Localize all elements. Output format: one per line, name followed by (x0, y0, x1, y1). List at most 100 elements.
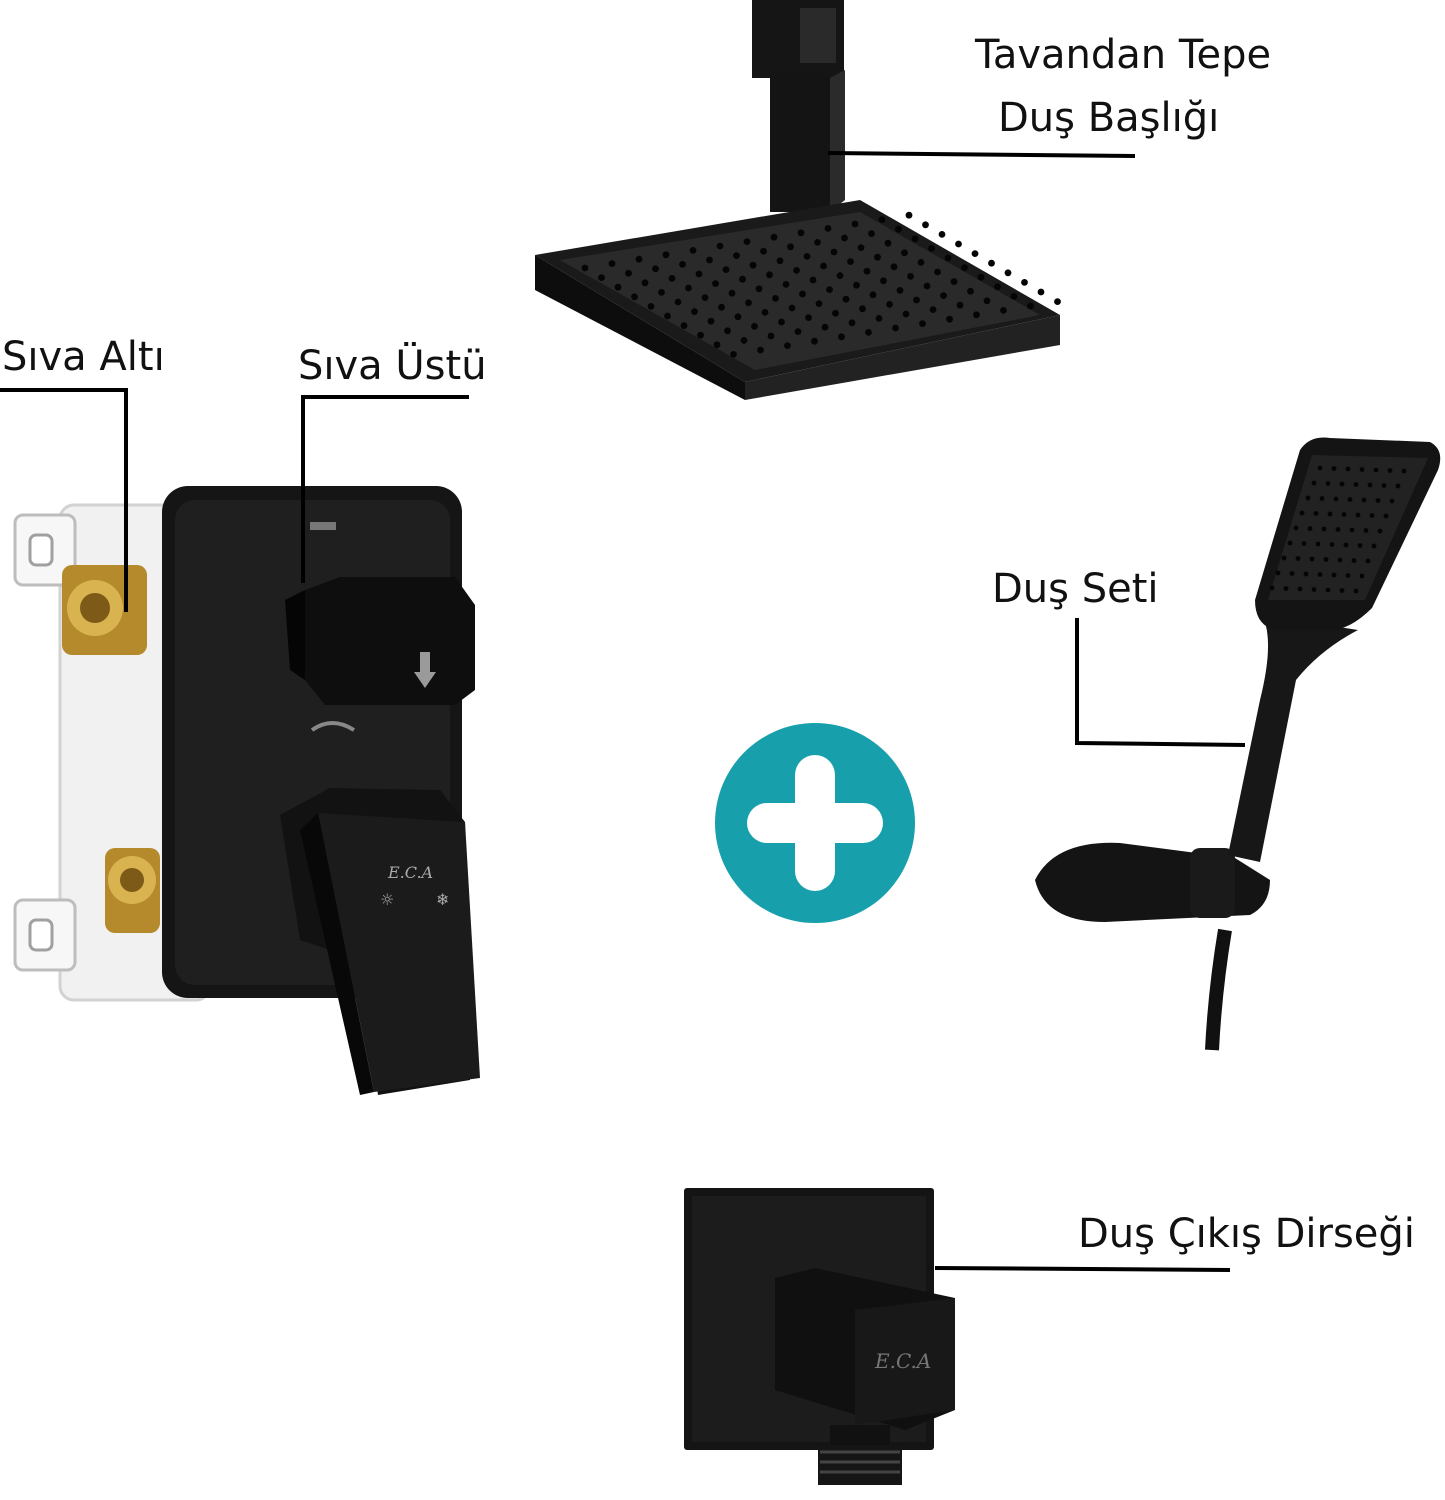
label-ceiling-head-line1: Tavandan Tepe (975, 32, 1272, 78)
nozzle-dot (664, 312, 671, 320)
nozzle-dot (685, 284, 692, 292)
nozzle-dot (869, 291, 877, 299)
nozzle-dot (803, 253, 811, 260)
hand-nozzle-dot (1353, 482, 1359, 487)
hand-nozzle-dot (1315, 541, 1321, 547)
hand-nozzle-dot (1287, 540, 1293, 546)
nozzle-dot (614, 283, 622, 291)
nozzle-dot (848, 319, 856, 327)
nozzle-dot (971, 250, 979, 257)
nozzle-dot (1000, 307, 1007, 314)
hand-nozzle-dot (1359, 573, 1365, 579)
label-ceiling-head-line2: Duş Başlığı (998, 95, 1220, 141)
hand-nozzle-dot (1339, 588, 1345, 593)
nozzle-dot (787, 243, 794, 251)
nozzle-dot (668, 275, 676, 282)
hand-nozzle-dot (1369, 513, 1375, 518)
hand-nozzle-dot (1345, 466, 1351, 472)
hand-nozzle-dot (1375, 498, 1381, 503)
nozzle-dot (983, 297, 991, 305)
hand-nozzle-dot (1341, 512, 1347, 517)
nozzle-dot (805, 314, 812, 321)
nozzle-dot (788, 304, 796, 312)
hand-nozzle-dot (1311, 480, 1317, 486)
hand-nozzle-dot (1283, 586, 1289, 591)
nozzle-dot (641, 279, 649, 287)
nozzle-dot (784, 342, 791, 349)
nozzle-dot (950, 278, 958, 285)
nozzle-dot (967, 287, 974, 295)
hand-nozzle-dot (1361, 497, 1367, 503)
nozzle-dot (770, 233, 778, 241)
nozzle-dot (815, 300, 823, 307)
hand-nozzle-dot (1343, 542, 1349, 548)
nozzle-dot (880, 277, 887, 285)
nozzle-dot (722, 266, 730, 273)
nozzle-dot (730, 351, 737, 358)
hand-nozzle-dot (1371, 543, 1377, 549)
svg-text:❄: ❄ (436, 890, 449, 909)
hand-nozzle-dot (1301, 541, 1307, 546)
hand-nozzle-dot (1383, 513, 1389, 519)
hand-nozzle-dot (1389, 498, 1395, 504)
nozzle-dot (836, 272, 844, 279)
nozzle-dot (929, 306, 937, 313)
hand-shower-nozzles (1269, 465, 1407, 594)
nozzle-dot (814, 239, 821, 246)
nozzle-dot (901, 249, 908, 257)
nozzle-dot (824, 225, 832, 232)
nozzle-dot (841, 234, 848, 242)
hand-nozzle-dot (1363, 528, 1369, 533)
nozzle-dot (581, 264, 589, 272)
nozzle-dot (772, 295, 779, 302)
nozzle-dot (635, 255, 643, 263)
nozzle-dot (905, 211, 913, 219)
concealed-mixer-assembly: E.C.A ☼ ❄ (13, 486, 480, 1095)
hand-nozzle-dot (1323, 557, 1329, 562)
nozzle-dot (745, 299, 752, 307)
nozzle-dot (751, 323, 758, 330)
nozzle-dot (631, 293, 638, 301)
hand-nozzle-dot (1331, 572, 1337, 578)
nozzle-dot (713, 341, 721, 349)
nozzle-dot (701, 294, 709, 301)
nozzle-dot (922, 221, 929, 229)
hand-nozzle-dot (1349, 527, 1355, 533)
nozzle-dot (716, 242, 724, 250)
wall-outlet-elbow: E.C.A (684, 1188, 955, 1485)
hand-nozzle-dot (1329, 542, 1335, 547)
nozzle-dot (913, 296, 920, 304)
label-concealed-body: Sıva Altı (2, 334, 165, 380)
nozzle-dot (724, 327, 731, 335)
hand-nozzle-dot (1297, 586, 1303, 592)
hand-nozzle-dot (1395, 483, 1401, 489)
nozzle-dot (838, 333, 845, 341)
nozzle-dot (1004, 269, 1012, 277)
nozzle-dot (907, 273, 914, 280)
hand-nozzle-dot (1293, 525, 1299, 531)
nozzle-dot (859, 305, 866, 313)
nozzle-dot (647, 303, 655, 310)
nozzle-dot (917, 259, 925, 266)
hand-nozzle-dot (1303, 571, 1309, 577)
hand-nozzle-dot (1387, 468, 1393, 473)
nozzle-dot (749, 261, 757, 269)
nozzle-dot (782, 281, 790, 288)
nozzle-dot (794, 328, 802, 335)
nozzle-dot (940, 292, 947, 299)
nozzle-dot (821, 323, 829, 331)
nozzle-dot (1010, 293, 1018, 300)
nozzle-dot (799, 290, 806, 298)
hand-nozzle-dot (1337, 557, 1343, 563)
nozzle-dot (868, 230, 875, 238)
hand-nozzle-dot (1305, 495, 1311, 501)
hand-nozzle-dot (1311, 587, 1317, 592)
nozzle-dot (1021, 279, 1028, 286)
nozzle-dot (733, 252, 740, 259)
nozzle-dot (706, 256, 713, 264)
hand-nozzle-dot (1357, 543, 1363, 548)
nozzle-dot (853, 281, 860, 289)
hand-nozzle-dot (1327, 511, 1333, 517)
nozzle-dot (755, 285, 763, 293)
